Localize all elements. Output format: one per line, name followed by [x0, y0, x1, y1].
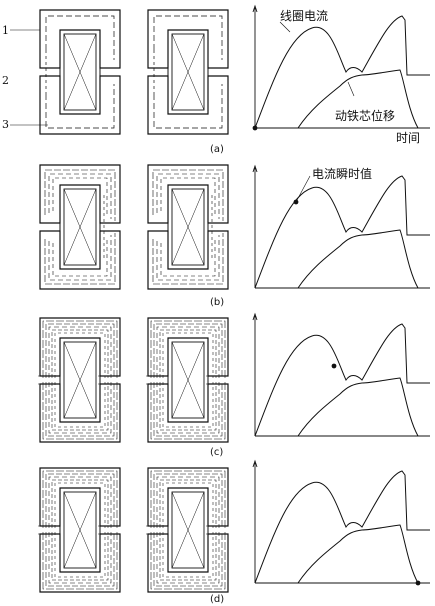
coil-current-leader	[279, 21, 291, 33]
coil-current-curve-c	[254, 323, 430, 437]
time-axis-label: 时间	[396, 131, 420, 145]
core-displacement-curve-c	[297, 377, 419, 437]
magnet-b-right	[147, 164, 229, 290]
magnet-c-left	[37, 317, 123, 443]
core-displacement-leader	[347, 81, 355, 97]
callout-2: 2	[2, 74, 9, 87]
current-marker-a	[252, 125, 258, 131]
graph-a: 线圈电流 动铁芯位移 时间	[252, 4, 430, 145]
graph-c	[252, 312, 430, 437]
magnet-c-right	[145, 317, 231, 443]
callout-1: 1	[2, 24, 9, 37]
value-axis-a	[252, 4, 258, 128]
coil-current-label: 线圈电流	[280, 9, 328, 23]
core-displacement-curve-b	[297, 229, 419, 289]
coil-current-curve-d	[254, 470, 430, 584]
panel-c: (c)	[37, 312, 430, 458]
core-displacement-curve-d	[297, 524, 419, 584]
current-marker-c	[331, 363, 337, 369]
magnet-b-left	[39, 164, 121, 290]
panel-a: 线圈电流 动铁芯位移 时间 (a)	[39, 4, 430, 155]
graph-b: 电流瞬时值	[252, 164, 430, 289]
panel-label-d: (d)	[210, 594, 224, 605]
instant-current-label: 电流瞬时值	[312, 166, 372, 181]
panel-label-a: (a)	[210, 144, 224, 155]
panel-b: 电流瞬时值 (b)	[39, 164, 430, 308]
current-marker-d	[415, 580, 421, 586]
magnet-a-right	[147, 9, 229, 135]
instant-current-leader	[295, 175, 311, 203]
magnet-d-left	[37, 467, 123, 593]
coil-current-curve-b	[254, 175, 430, 289]
value-axis-d	[252, 459, 258, 583]
graph-d	[252, 459, 430, 586]
panel-d: (d)	[37, 459, 430, 605]
core-displacement-label: 动铁芯位移	[335, 108, 395, 123]
core-displacement-curve-a	[297, 69, 419, 129]
magnet-a-left	[39, 9, 121, 135]
callout-3: 3	[2, 118, 9, 131]
value-axis-b	[252, 164, 258, 288]
magnet-d-right	[145, 467, 231, 593]
value-axis-c	[252, 312, 258, 436]
coil-current-curve-a	[254, 15, 430, 129]
panel-label-b: (b)	[210, 297, 224, 308]
panel-label-c: (c)	[210, 447, 223, 458]
